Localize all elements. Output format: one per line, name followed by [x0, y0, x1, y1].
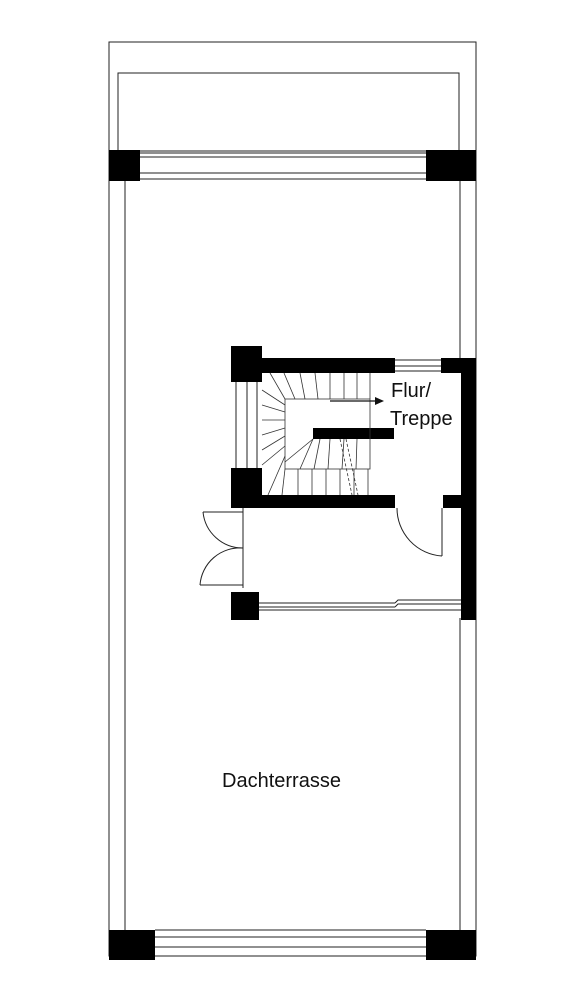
stair-label-line1: Flur/	[391, 380, 431, 402]
stair-left-window	[235, 382, 258, 468]
terrace-boundary	[124, 180, 461, 930]
terrace-label: Dachterrasse	[222, 770, 341, 792]
staircase	[261, 372, 384, 496]
column-top-left	[109, 150, 140, 181]
corner-columns	[109, 150, 476, 960]
terrace-double-door	[199, 508, 244, 588]
inner-door	[396, 507, 443, 557]
sliding-glass-wall	[259, 599, 461, 611]
stair-top-window	[395, 359, 441, 372]
stairwell-walls	[231, 346, 476, 620]
column-bottom-left	[109, 930, 155, 960]
bottom-window-strip	[155, 929, 426, 948]
column-bottom-right	[426, 930, 476, 960]
stair-label-line2: Treppe	[390, 408, 453, 430]
top-window-strip	[140, 150, 426, 180]
column-top-right	[426, 150, 476, 181]
